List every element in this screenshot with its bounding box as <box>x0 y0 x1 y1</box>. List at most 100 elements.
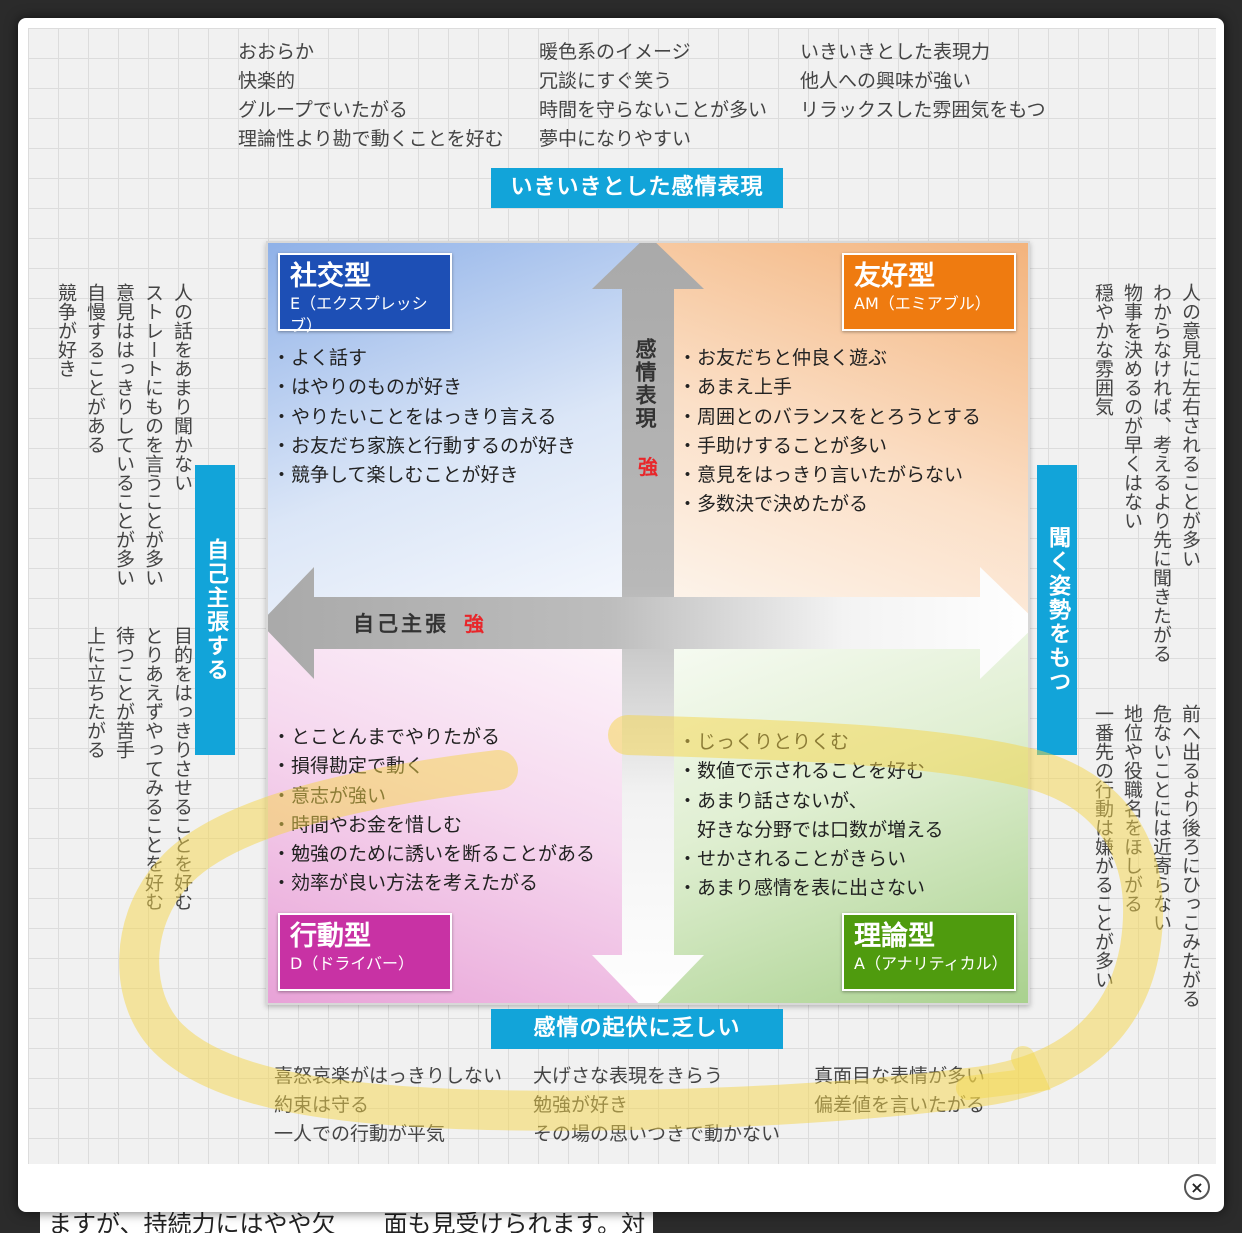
quadrant-subtitle: D（ドライバー） <box>290 954 415 973</box>
vertical-arrow-strong-mark: 強 <box>638 455 658 479</box>
quadrant-title: 社交型 <box>290 261 371 292</box>
quadrant-title: 行動型 <box>290 921 371 952</box>
quadrant-title-box: 社交型 E（エクスプレッシブ） <box>278 253 452 335</box>
list-item: あまり話さないが、 <box>678 787 943 816</box>
quadrant-subtitle: AM（エミアブル） <box>854 294 991 313</box>
list-item: やりたいことをはっきり言える <box>272 403 576 432</box>
note: わからなければ、考えるより先に聞きたがる <box>1150 283 1172 663</box>
note: 一人での行動が平気 <box>274 1123 446 1145</box>
diagram-canvas: おおらか 快楽的 グループでいたがる 理論性より勘で動くことを好む 暖色系のイメ… <box>28 28 1216 1164</box>
note: 理論性より勘で動くことを好む <box>238 128 504 150</box>
left-notes-lower: 目的をはっきりさせることを好む とりあえずやってみることを好む 待つことが苦手 … <box>80 626 196 911</box>
note: ストレートにものを言うことが多い <box>142 283 164 587</box>
list-item: お友だちと仲良く遊ぶ <box>678 344 981 373</box>
quadrant-items: お友だちと仲良く遊ぶ あまえ上手 周囲とのバランスをとろうとする 手助けすること… <box>678 344 981 520</box>
note: 暖色系のイメージ <box>539 41 691 63</box>
close-button[interactable]: × <box>1184 1174 1210 1200</box>
list-item: あまり感情を表に出さない <box>678 874 943 903</box>
note: 夢中になりやすい <box>539 128 692 150</box>
quadrant-subtitle: E（エクスプレッシブ） <box>290 294 428 335</box>
right-notes-upper: 人の意見に左右されることが多い わからなければ、考えるより先に聞きたがる 物事を… <box>1088 283 1204 663</box>
list-item: はやりのものが好き <box>272 373 576 402</box>
axis-label-top: いきいきとした感情表現 <box>491 168 783 208</box>
list-item: お友だち家族と行動するのが好き <box>272 432 576 461</box>
top-notes-left: おおらか 快楽的 グループでいたがる 理論性より勘で動くことを好む <box>238 38 504 154</box>
quadrant-subtitle: A（アナリティカル） <box>854 954 1008 973</box>
list-item: 数値で示されることを好む <box>678 757 943 786</box>
note: 約束は守る <box>274 1094 370 1116</box>
note: とりあえずやってみることを好む <box>142 626 164 911</box>
right-notes-lower: 前へ出るより後ろにひっこみたがる 危ないことには近寄らない 地位や役職名をほしが… <box>1088 704 1204 1008</box>
note: 快楽的 <box>238 70 296 92</box>
note: 人の話をあまり聞かない <box>171 283 193 492</box>
note: 自慢することがある <box>84 283 106 454</box>
quadrant-driver: とことんまでやりたがる 損得勘定で動く 意志が強い 時間やお金を惜しむ 勉強のた… <box>268 623 648 1003</box>
horizontal-arrow-label: 自己主張 <box>353 612 449 636</box>
list-item: よく話す <box>272 344 576 373</box>
top-notes-middle: 暖色系のイメージ 冗談にすぐ笑う 時間を守らないことが多い 夢中になりやすい <box>539 38 767 154</box>
list-item: 手助けすることが多い <box>678 432 981 461</box>
list-item: 多数決で決めたがる <box>678 490 981 519</box>
quadrant-title-box: 理論型 A（アナリティカル） <box>842 913 1016 991</box>
note: 待つことが苦手 <box>113 626 135 759</box>
list-item: 意志が強い <box>272 782 595 811</box>
list-item: せかされることがきらい <box>678 845 943 874</box>
list-item: じっくりとりくむ <box>678 728 943 757</box>
bottom-notes-right: 真面目な表情が多い 偏差値を言いたがる <box>814 1062 985 1120</box>
list-item: 競争して楽しむことが好き <box>272 461 576 490</box>
horizontal-arrow-strong-mark: 強 <box>464 612 484 636</box>
note: 危ないことには近寄らない <box>1150 704 1172 932</box>
note: いきいきとした表現力 <box>800 41 991 63</box>
bottom-notes-left: 喜怒哀楽がはっきりしない 約束は守る 一人での行動が平気 <box>274 1062 502 1149</box>
note: 大げさな表現をきらう <box>533 1065 724 1087</box>
bottom-notes-middle: 大げさな表現をきらう 勉強が好き その場の思いつきで動かない <box>533 1062 780 1149</box>
image-modal: おおらか 快楽的 グループでいたがる 理論性より勘で動くことを好む 暖色系のイメ… <box>18 18 1224 1212</box>
top-notes-right: いきいきとした表現力 他人への興味が強い リラックスした雰囲気をもつ <box>800 38 1046 125</box>
note: グループでいたがる <box>238 99 408 121</box>
axis-label-right: 聞く姿勢をもつ <box>1037 465 1077 755</box>
note: 人の意見に左右されることが多い <box>1179 283 1201 568</box>
note: 穏やかな雰囲気 <box>1092 283 1114 416</box>
note: 冗談にすぐ笑う <box>539 70 673 92</box>
list-item: 意見をはっきり言いたがらない <box>678 461 981 490</box>
note: 地位や役職名をほしがる <box>1121 704 1143 913</box>
list-item: 勉強のために誘いを断ることがある <box>272 840 595 869</box>
note: 物事を決めるのが早くはない <box>1121 283 1143 530</box>
note: その場の思いつきで動かない <box>533 1123 781 1145</box>
note: おおらか <box>238 41 315 63</box>
note: 意見ははっきりしていることが多い <box>113 283 135 587</box>
list-item: 周囲とのバランスをとろうとする <box>678 403 981 432</box>
list-item: 効率が良い方法を考えたがる <box>272 869 595 898</box>
quadrant-title: 理論型 <box>854 921 935 952</box>
list-item: 損得勘定で動く <box>272 752 595 781</box>
note: リラックスした雰囲気をもつ <box>800 99 1046 121</box>
quadrant-amiable: 友好型 AM（エミアブル） お友だちと仲良く遊ぶ あまえ上手 周囲とのバランスを… <box>648 243 1028 623</box>
vertical-arrow-label: 感情表現 <box>633 338 657 430</box>
left-notes-upper: 人の話をあまり聞かない ストレートにものを言うことが多い 意見ははっきりしている… <box>51 283 196 587</box>
list-item: 好きな分野では口数が増える <box>697 818 944 841</box>
note: 競争が好き <box>55 283 77 378</box>
list-item: とことんまでやりたがる <box>272 723 595 752</box>
quadrant-items: よく話す はやりのものが好き やりたいことをはっきり言える お友だち家族と行動す… <box>272 344 576 490</box>
note: 喜怒哀楽がはっきりしない <box>274 1065 503 1087</box>
quadrant-title: 友好型 <box>854 261 935 292</box>
note: 勉強が好き <box>533 1094 629 1116</box>
note: 真面目な表情が多い <box>814 1065 986 1087</box>
axis-label-bottom: 感情の起伏に乏しい <box>491 1009 783 1049</box>
note: 偏差値を言いたがる <box>814 1094 986 1116</box>
note: 他人への興味が強い <box>800 70 972 92</box>
axis-label-left: 自己主張する <box>195 465 235 755</box>
list-item: あまえ上手 <box>678 373 981 402</box>
note: 一番先の行動は嫌がることが多い <box>1092 704 1114 989</box>
quadrant-matrix: 社交型 E（エクスプレッシブ） よく話す はやりのものが好き やりたいことをはっ… <box>266 241 1030 1005</box>
quadrant-items: じっくりとりくむ 数値で示されることを好む あまり話さないが、 好きな分野では口… <box>678 728 943 904</box>
quadrant-analytical: じっくりとりくむ 数値で示されることを好む あまり話さないが、 好きな分野では口… <box>648 623 1028 1003</box>
note: 前へ出るより後ろにひっこみたがる <box>1179 704 1201 1008</box>
quadrant-title-box: 友好型 AM（エミアブル） <box>842 253 1016 331</box>
quadrant-items: とことんまでやりたがる 損得勘定で動く 意志が強い 時間やお金を惜しむ 勉強のた… <box>272 723 595 899</box>
note: 目的をはっきりさせることを好む <box>171 626 193 911</box>
note: 上に立ちたがる <box>84 626 106 759</box>
list-item: 時間やお金を惜しむ <box>272 811 595 840</box>
quadrant-title-box: 行動型 D（ドライバー） <box>278 913 452 991</box>
quadrant-expressive: 社交型 E（エクスプレッシブ） よく話す はやりのものが好き やりたいことをはっ… <box>268 243 648 623</box>
